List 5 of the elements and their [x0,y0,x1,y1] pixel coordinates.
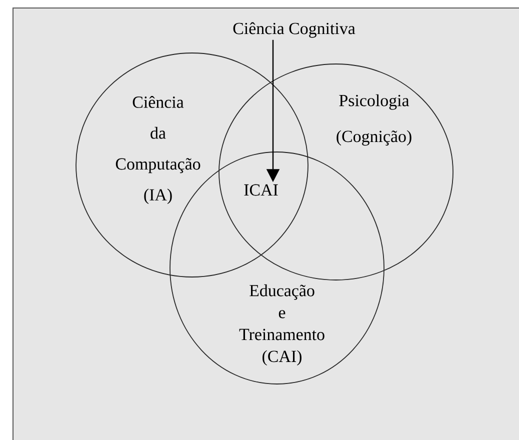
circle-label: Psicologia (Cognição) [336,94,412,146]
label-text: Ciência Cognitiva [233,22,356,38]
circle-label: Ciência da Computação (IA) [116,96,200,204]
label-text: ICAI [244,184,278,196]
circle-label: Educação e Treinamento (CAI) [239,284,324,366]
